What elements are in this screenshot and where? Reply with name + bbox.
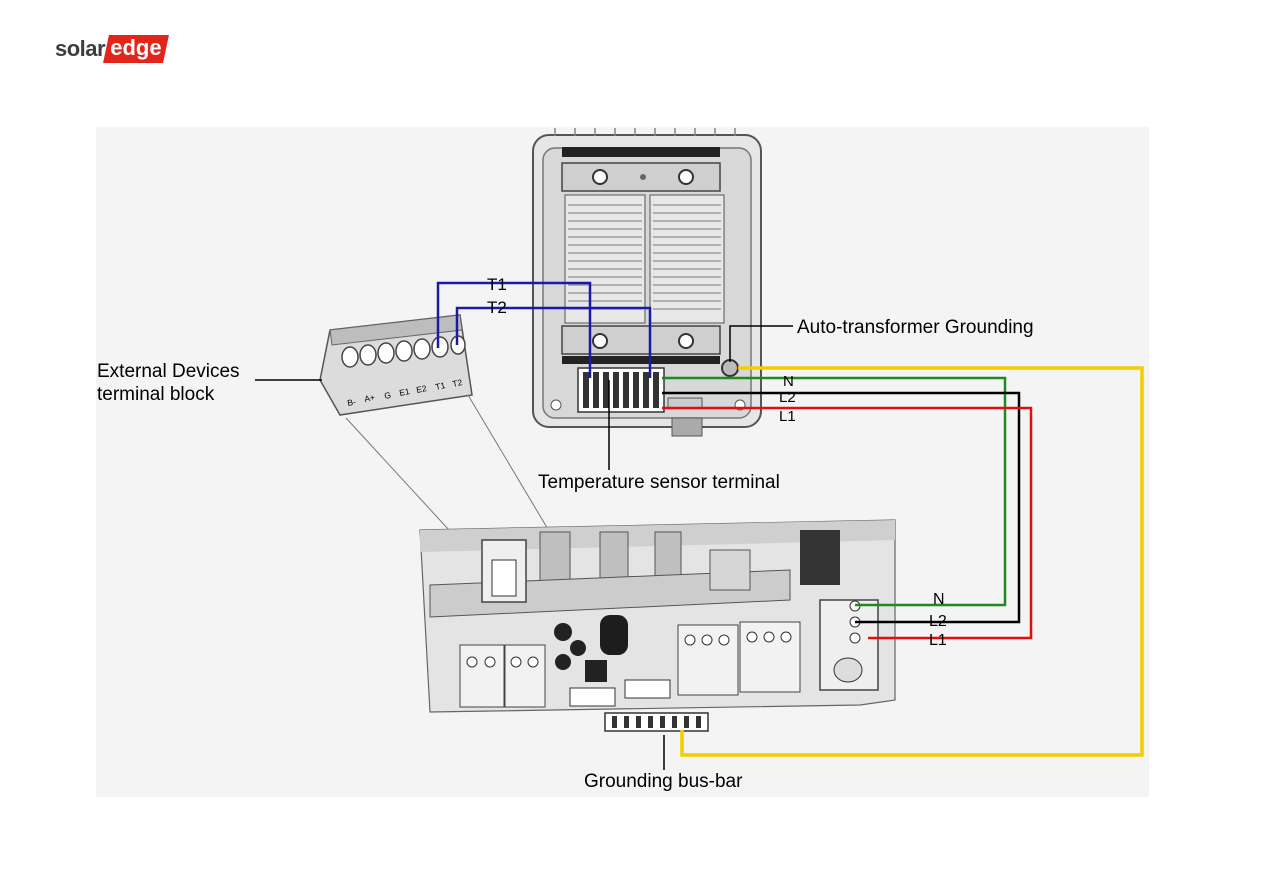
- external-devices-terminal-block: [319, 314, 473, 416]
- neutral-label-bottom: N: [933, 591, 945, 608]
- l2-wire: [662, 391, 1021, 624]
- l1-wire: [662, 406, 1033, 640]
- pin-label-b-minus: B-: [346, 396, 357, 408]
- pin-label-e2: E2: [415, 383, 428, 395]
- t2-label: T2: [487, 298, 507, 317]
- neutral-wire: [662, 376, 1007, 607]
- l2-label-top: L2: [779, 389, 796, 406]
- solaredge-logo: solar edge: [55, 35, 170, 63]
- pin-label-t2: T2: [451, 377, 463, 389]
- t1-wire: [436, 281, 592, 378]
- l1-label-top: L1: [779, 408, 796, 425]
- pin-label-a-plus: A+: [363, 392, 376, 404]
- auto-transformer-grounding-leader: [729, 325, 793, 362]
- t1-label: T1: [487, 275, 507, 294]
- external-devices-label-line2: terminal block: [97, 384, 215, 405]
- logo-solar-text: solar: [55, 36, 106, 61]
- ground-wire: [680, 366, 1144, 757]
- grounding-bus-bar-label: Grounding bus-bar: [584, 771, 743, 792]
- l2-label-bottom: L2: [929, 613, 947, 630]
- external-devices-label-line1: External Devices: [97, 361, 240, 382]
- auto-transformer-ground-lug: [721, 359, 739, 377]
- pin-label-t1: T1: [434, 380, 446, 392]
- neutral-label-top: N: [783, 373, 794, 390]
- pin-label-g: G: [383, 390, 392, 401]
- l1-label-bottom: L1: [929, 632, 947, 649]
- temperature-sensor-terminal-label: Temperature sensor terminal: [538, 472, 780, 493]
- grounding-bus-bar: [604, 712, 709, 732]
- auto-transformer: [532, 128, 762, 437]
- pin-label-e1: E1: [398, 386, 411, 398]
- t2-wire: [455, 306, 652, 378]
- inverter-board: [419, 519, 896, 713]
- auto-transformer-grounding-label: Auto-transformer Grounding: [797, 317, 1034, 338]
